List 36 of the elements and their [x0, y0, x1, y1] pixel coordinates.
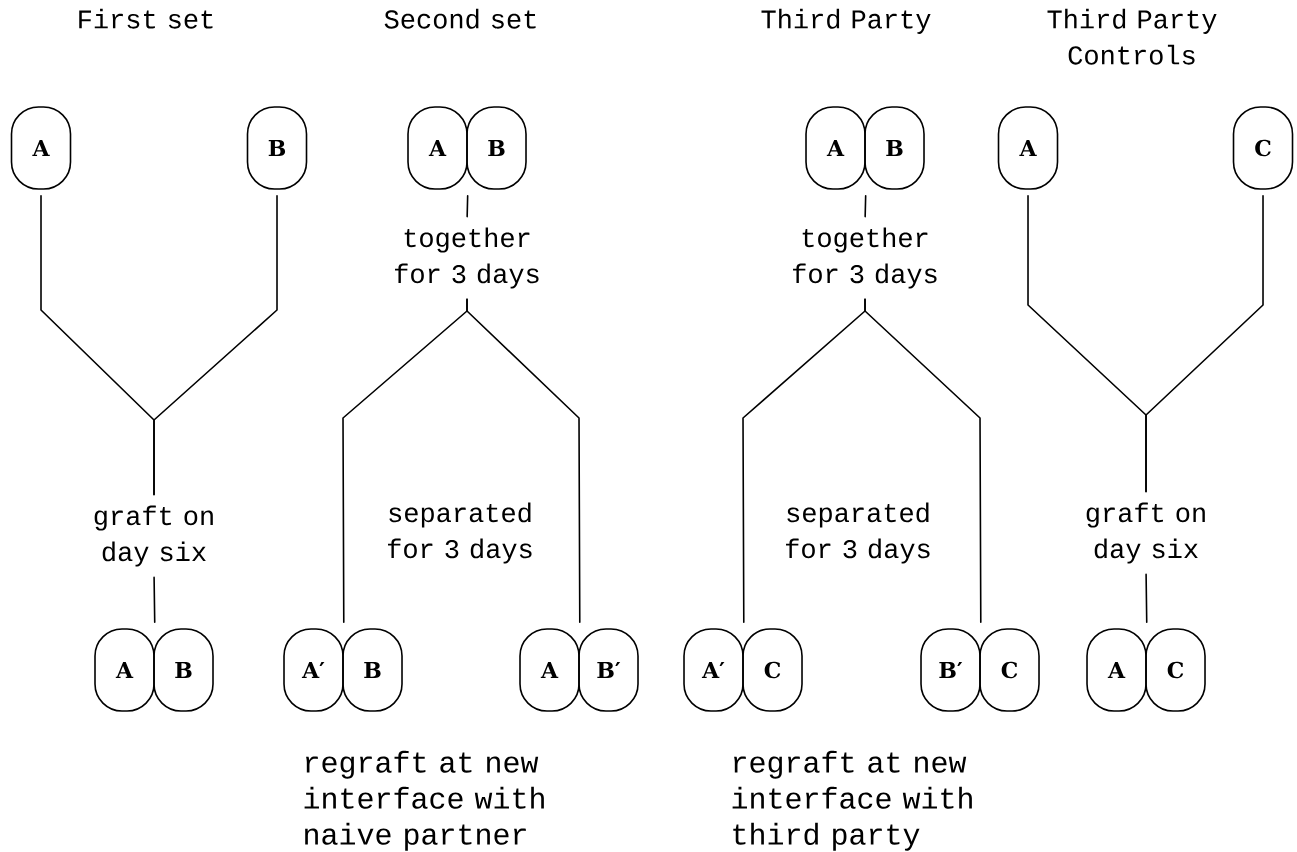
rounded-capsule: C	[1232, 106, 1294, 190]
rounded-capsule: B	[466, 106, 527, 190]
rounded-capsule: C	[979, 628, 1040, 712]
column-heading: Third Party	[761, 8, 931, 34]
rounded-capsule: A	[997, 106, 1059, 190]
step-text: together for 3 days	[395, 227, 539, 289]
rounded-capsule: B	[153, 628, 214, 712]
connector-line	[466, 195, 469, 218]
rounded-capsule: A	[94, 628, 155, 712]
column-heading: First set	[79, 8, 213, 29]
rounded-capsule: B	[246, 106, 308, 190]
rounded-capsule: B	[342, 628, 403, 712]
step-text: graft on day six	[1086, 502, 1205, 564]
connector-line	[1145, 195, 1264, 493]
rounded-capsule: B′	[578, 628, 639, 712]
rounded-capsule: A′	[283, 628, 344, 712]
rounded-capsule: A′	[683, 628, 744, 712]
note-text: regraft at new interface with naive partner	[304, 750, 544, 851]
rounded-capsule: A	[519, 628, 580, 712]
note-text: separated for 3 days	[786, 502, 930, 564]
rounded-capsule: C	[742, 628, 803, 712]
rounded-capsule: B′	[920, 628, 981, 712]
rounded-capsule: A	[10, 106, 72, 190]
note-text: separated for 3 days	[388, 502, 532, 564]
rounded-capsule: C	[1145, 628, 1206, 712]
connector-line	[864, 195, 867, 218]
column-heading: Third Party Controls	[1047, 8, 1217, 65]
rounded-capsule: A	[1086, 628, 1147, 712]
note-text: regraft at new interface with third party	[732, 750, 972, 851]
rounded-capsule: B	[864, 106, 925, 190]
step-text: graft on day six	[94, 505, 213, 567]
column-heading: Second set	[384, 8, 536, 29]
step-text: together for 3 days	[793, 227, 937, 289]
rounded-capsule: A	[407, 106, 468, 190]
rounded-capsule: A	[805, 106, 866, 190]
connector-line	[153, 195, 278, 496]
